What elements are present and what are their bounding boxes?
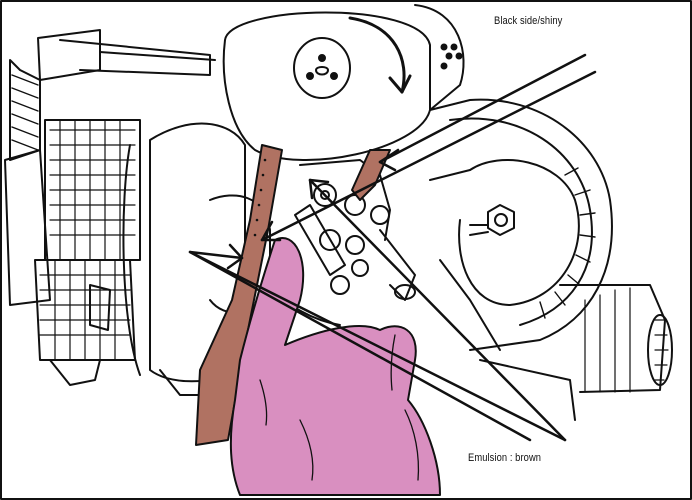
film-perforations (253, 158, 267, 237)
drive-housing (429, 98, 613, 351)
feed-reel (222, 4, 465, 161)
rotation-arrow (348, 16, 412, 94)
label-emulsion: Emulsion : brown (468, 452, 542, 464)
pointer-black-side (260, 53, 597, 242)
motor-cylinder (479, 284, 673, 421)
label-black-side: Black side/shiny (494, 15, 563, 27)
pointer-emulsion (188, 178, 567, 442)
glove-creases (259, 334, 420, 481)
lens-turret (4, 29, 216, 386)
